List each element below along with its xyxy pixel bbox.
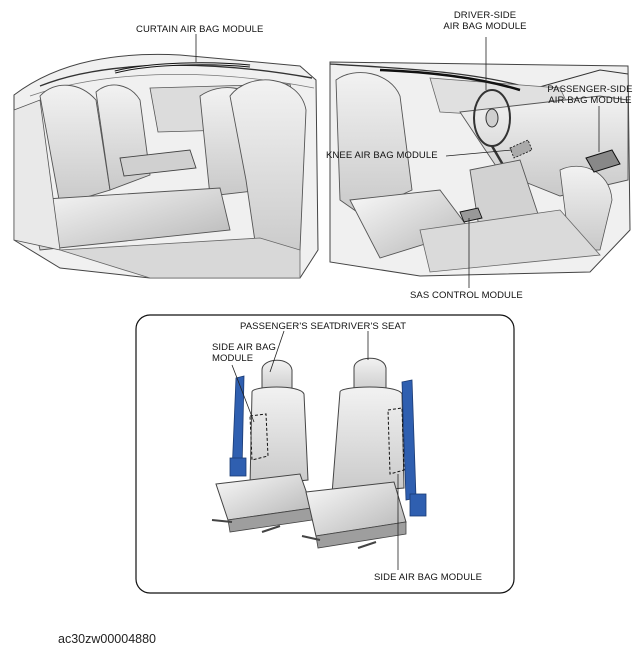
passenger-side-label-line2: AIR BAG MODULE <box>548 95 632 106</box>
drivers-seat-label: DRIVER'S SEAT <box>334 321 407 332</box>
driver-seat-illustration <box>301 331 427 570</box>
knee-air-bag-label: KNEE AIR BAG MODULE <box>326 150 438 161</box>
passenger-side-air-bag-label: PASSENGER-SIDE AIR BAG MODULE <box>540 84 640 106</box>
side-air-bag-left-line1: SIDE AIR BAG <box>212 342 277 353</box>
seat-inset-frame <box>135 314 515 594</box>
sas-control-module-label: SAS CONTROL MODULE <box>410 290 523 301</box>
side-air-bag-right-label: SIDE AIR BAG MODULE <box>374 572 483 583</box>
driver-side-label-line2: AIR BAG MODULE <box>443 21 527 32</box>
driver-side-label-line1: DRIVER-SIDE <box>453 10 517 21</box>
passenger-seat-illustration <box>211 330 313 533</box>
curtain-air-bag-label: CURTAIN AIR BAG MODULE <box>136 24 264 35</box>
driver-side-air-bag-label: DRIVER-SIDE AIR BAG MODULE <box>430 10 540 32</box>
rear-cabin-illustration <box>13 34 319 279</box>
passengers-seat-label: PASSENGER'S SEAT <box>240 321 335 332</box>
passenger-side-label-line1: PASSENGER-SIDE <box>547 84 633 95</box>
side-air-bag-left-label: SIDE AIR BAG MODULE <box>212 342 276 364</box>
side-air-bag-left-line2: MODULE <box>212 353 254 364</box>
front-cabin-illustration <box>329 37 631 288</box>
figure-code: ac30zw00004880 <box>58 632 156 646</box>
